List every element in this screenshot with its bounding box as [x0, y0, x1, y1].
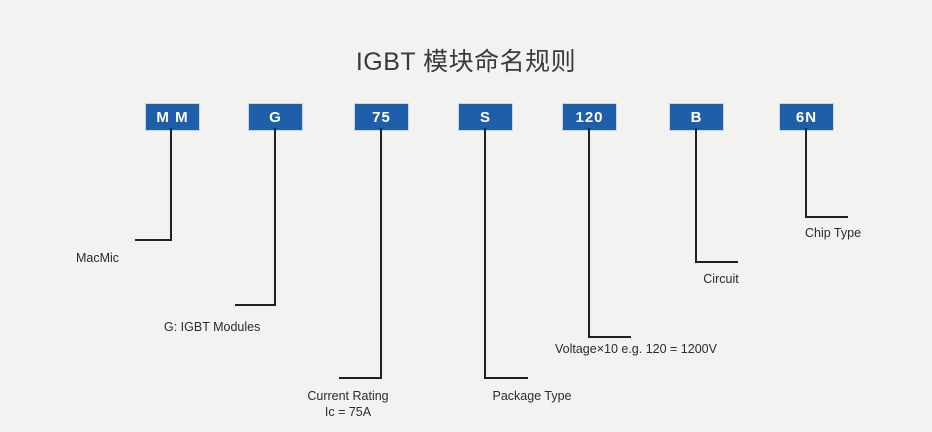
caption-line: Current Rating	[307, 389, 389, 403]
code-box-4[interactable]: 120	[562, 103, 617, 131]
caption-line: Package Type	[492, 389, 572, 403]
leader-line-4	[586, 128, 633, 341]
code-box-label: S	[479, 108, 491, 126]
caption-4: Voltage×10 e.g. 120 = 1200V	[555, 341, 717, 357]
leader-line-6	[803, 128, 850, 221]
caption-line: Ic = 75A	[324, 405, 372, 419]
code-box-label: G	[269, 108, 282, 126]
caption-line: Voltage×10 e.g. 120 = 1200V	[555, 342, 717, 356]
code-box-6[interactable]: 6N	[779, 103, 834, 131]
code-box-label: B	[690, 108, 703, 126]
code-box-2[interactable]: 75	[354, 103, 409, 131]
caption-2: Current Rating Ic = 75A	[300, 388, 396, 420]
caption-line: Chip Type	[804, 226, 862, 240]
caption-line: Circuit	[703, 272, 739, 286]
caption-line: G: IGBT Modules	[164, 320, 261, 334]
code-box-1[interactable]: G	[248, 103, 303, 131]
leader-line-5	[693, 128, 740, 266]
caption-6: Chip Type	[795, 225, 871, 241]
code-box-label: 6N	[795, 108, 818, 126]
leader-line-0	[133, 128, 174, 244]
code-box-0[interactable]: M M	[145, 103, 200, 131]
caption-0: MacMic	[76, 250, 119, 266]
code-box-label: 75	[372, 108, 391, 126]
page-title: IGBT 模块命名规则	[355, 48, 577, 76]
code-box-3[interactable]: S	[458, 103, 513, 131]
caption-3: Package Type	[483, 388, 581, 404]
code-box-5[interactable]: B	[669, 103, 724, 131]
leader-line-1	[233, 128, 278, 309]
caption-line: MacMic	[76, 251, 120, 265]
leader-line-3	[482, 128, 530, 382]
caption-1: G: IGBT Modules	[164, 319, 260, 335]
leader-line-2	[337, 128, 384, 382]
caption-5: Circuit	[694, 271, 748, 287]
code-box-label: 120	[575, 108, 604, 126]
code-box-label: M M	[156, 108, 189, 126]
